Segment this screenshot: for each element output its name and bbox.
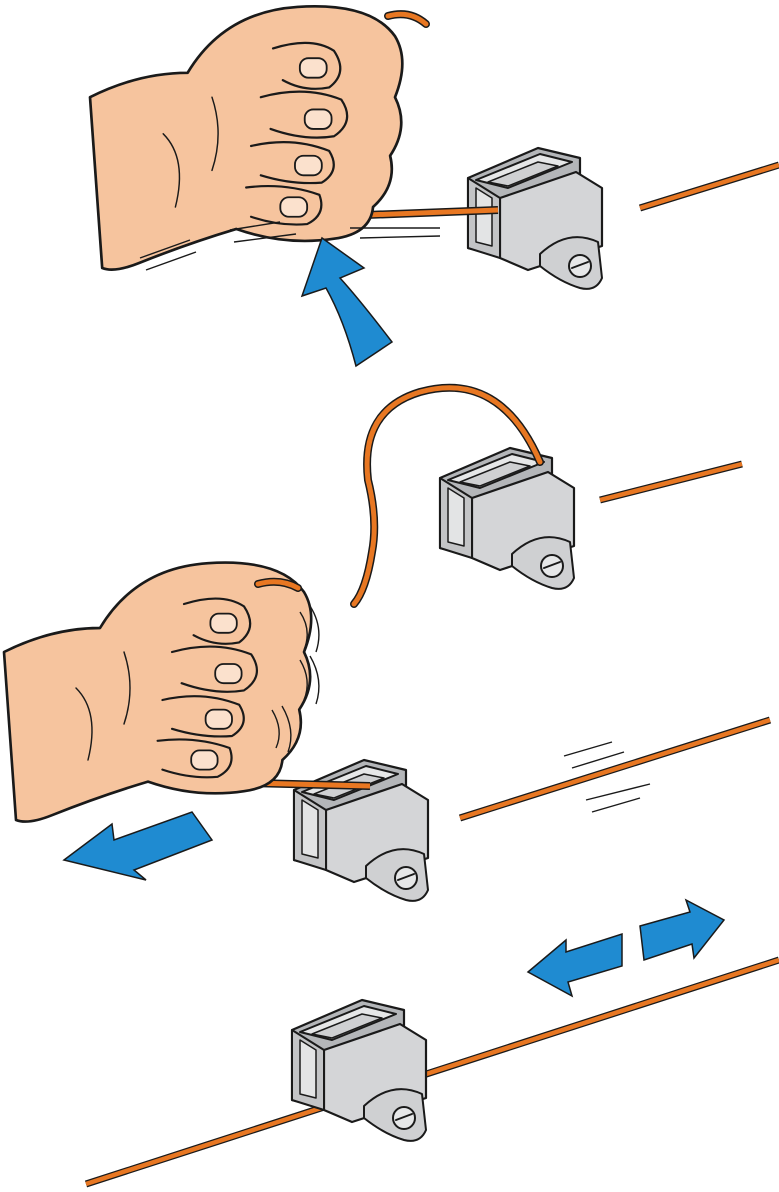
step-1-group bbox=[90, 6, 779, 366]
wire-clamp-icon bbox=[468, 148, 602, 289]
wire-clamp-icon bbox=[292, 1000, 426, 1141]
wire-clamp-icon bbox=[440, 448, 574, 589]
arrow-up-icon bbox=[302, 238, 392, 366]
arrow-right-icon bbox=[640, 900, 724, 960]
motion-lines bbox=[564, 742, 650, 812]
step-3-group bbox=[4, 563, 770, 901]
arrow-left-icon bbox=[528, 934, 622, 996]
hand-icon bbox=[4, 563, 311, 822]
step-2-group bbox=[354, 388, 742, 604]
arrow-left-icon bbox=[64, 812, 212, 880]
hand-icon bbox=[90, 6, 402, 269]
step-4-group bbox=[86, 900, 779, 1184]
